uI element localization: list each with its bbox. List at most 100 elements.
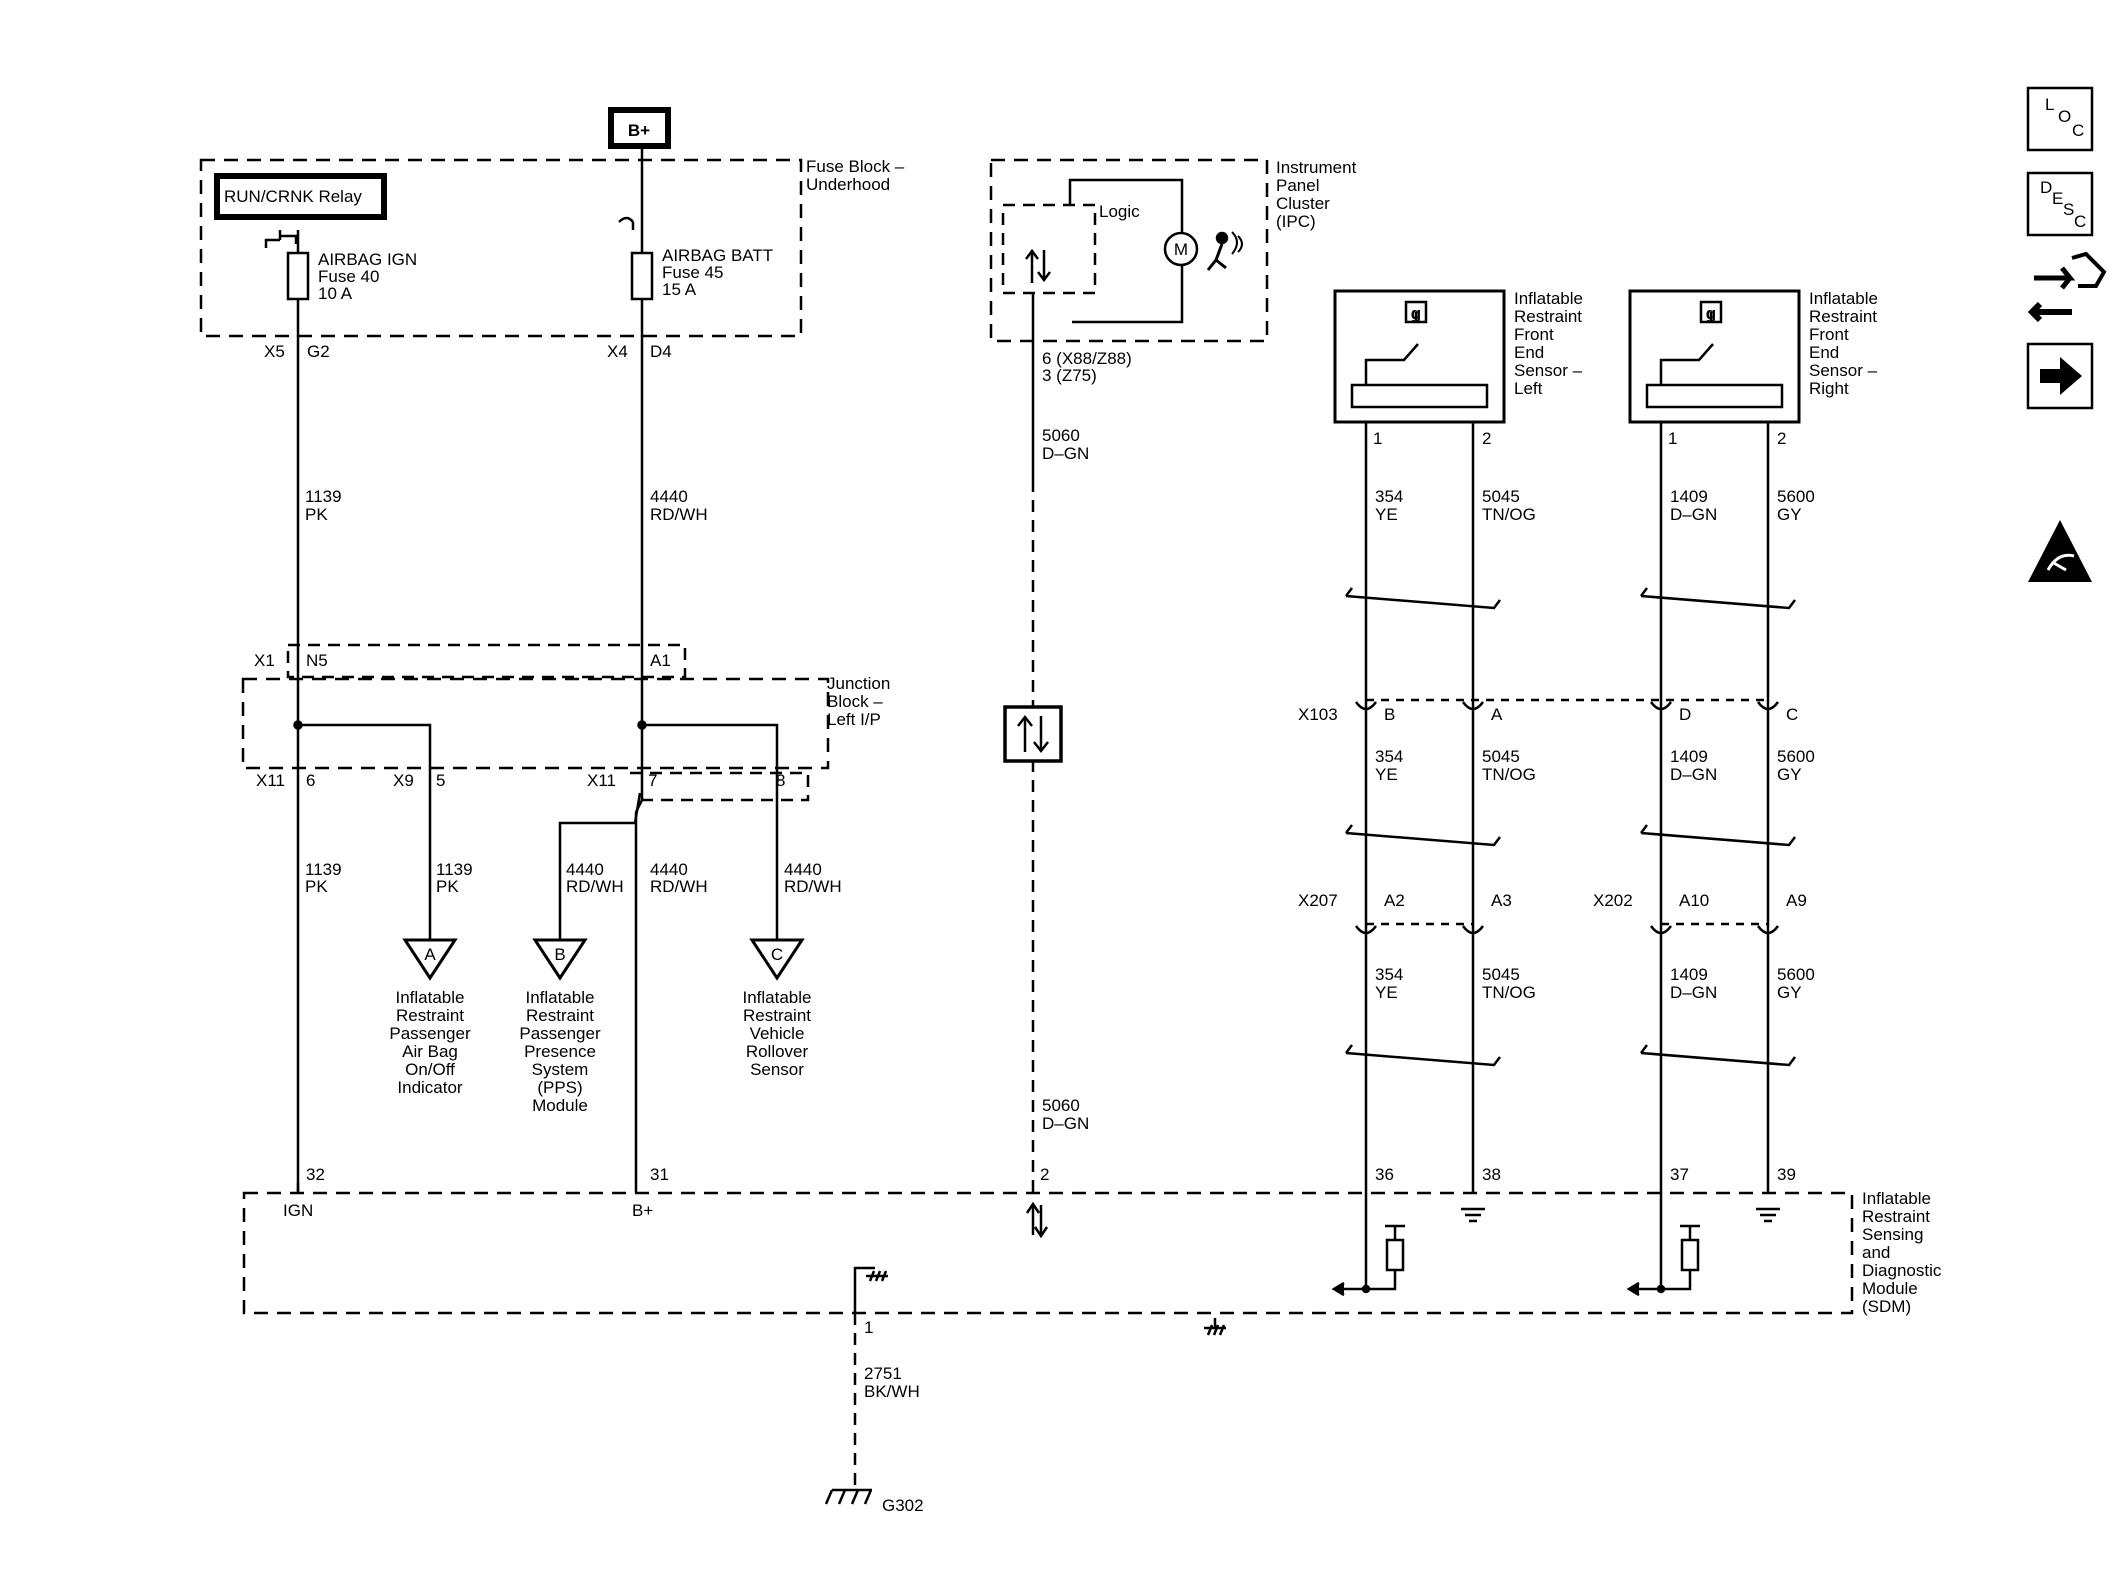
fuse40-line2: Fuse 40 [318,267,379,286]
sdm-label-4: and [1862,1243,1890,1262]
wire-4440-color-3: RD/WH [650,877,708,896]
relay-box [214,173,387,220]
sensor-right-label-5: Sensor – [1809,361,1878,380]
wire-354-num: 354 [1375,487,1403,506]
jb-n5: N5 [306,651,328,670]
offpage-B-text-2: Restraint [526,1006,594,1025]
fuse45-line1: AIRBAG BATT [662,246,773,265]
wire-5600-num-3: 5600 [1777,965,1815,984]
wire-1409-color-3: D–GN [1670,983,1717,1002]
fuse40-line3: 10 A [318,284,353,303]
desc-d: D [2040,178,2052,197]
wire-1139-num: 1139 [305,487,342,506]
conn-x4: X4 [607,342,628,361]
ipc-pin-2: 3 (Z75) [1042,366,1097,385]
wire-5045-color: TN/OG [1482,505,1536,524]
sdm-label-3: Sensing [1862,1225,1923,1244]
sensor-right-label-6: Right [1809,379,1849,398]
sensor-left-label-4: End [1514,343,1544,362]
motor-symbol [1163,231,1199,267]
sensor-right-label-1: Inflatable [1809,289,1878,308]
fuse-block-label-2: Underhood [806,175,890,194]
offpage-B-triangle [532,938,588,981]
conn-x202-a10: A10 [1679,891,1709,910]
conn-x103-c: C [1786,705,1798,724]
offpage-B-text-5: System [532,1060,589,1079]
fuse-45 [630,251,654,301]
jb-p6: 6 [306,771,315,790]
wire-1409-num: 1409 [1670,487,1708,506]
sensor-right-box [1628,289,1801,424]
offpage-A-text-6: Indicator [397,1078,463,1097]
sdm-label-2: Restraint [1862,1207,1930,1226]
sensor-left-label-1: Inflatable [1514,289,1583,308]
wire-4440-num-4: 4440 [784,860,822,879]
wire-5060-num-2: 5060 [1042,1096,1080,1115]
ipc-label-4: (IPC) [1276,212,1316,231]
sdm-pin-32: 32 [306,1165,325,1184]
wire-5045-num-3: 5045 [1482,965,1520,984]
wire-1409-num-3: 1409 [1670,965,1708,984]
loc-l: L [2045,95,2054,114]
sensor-right-label-3: Front [1809,325,1849,344]
junction-block-outline [241,677,830,770]
sdm-label-1: Inflatable [1862,1189,1931,1208]
sensor-left-box [1333,289,1506,424]
conn-x103: X103 [1298,705,1338,724]
wire-5060-color-2: D–GN [1042,1114,1089,1133]
branch-to-B [558,792,642,940]
conn-x207-a3: A3 [1491,891,1512,910]
next-arrow-button[interactable] [2026,342,2094,410]
offpage-C-text-5: Sensor [750,1060,804,1079]
wire-4440-color-4: RD/WH [784,877,842,896]
wire-5060-num: 5060 [1042,426,1080,445]
wire-2751-color: BK/WH [864,1382,920,1401]
jb-x1: X1 [254,651,275,670]
loc-c: C [2072,121,2084,140]
branch-to-C [642,723,779,940]
ipc-logic: Logic [1099,202,1140,221]
sensor-left-p1: 1 [1373,429,1382,448]
sensor-right-label-4: End [1809,343,1839,362]
wire-1139-num-2: 1139 [305,860,342,879]
offpage-B-letter: B [554,945,565,964]
jb-label-3: Left I/P [827,710,881,729]
conn-x103-d: D [1679,705,1691,724]
jb-x11b: X11 [587,771,616,790]
sensor-right-g: g [1706,304,1716,323]
offpage-A-text-4: Air Bag [402,1042,458,1061]
wire-5600-color: GY [1777,505,1802,524]
conn-x202-a9: A9 [1786,891,1807,910]
jb-label-1: Junction [827,674,890,693]
jb-a1: A1 [650,651,671,670]
offpage-B-text-3: Passenger [519,1024,601,1043]
wire-4440-num: 4440 [650,487,688,506]
sensor-left-p2: 2 [1482,429,1491,448]
desc-button[interactable]: D E S C [2026,171,2094,237]
serial-data-box [1003,705,1063,763]
wire-5045-num-2: 5045 [1482,747,1520,766]
sensor-left-label-6: Left [1514,379,1543,398]
wire-4440-color: RD/WH [650,505,708,524]
relay-label: RUN/CRNK Relay [224,187,362,206]
sensor-left-label-3: Front [1514,325,1554,344]
wire-5600-color-3: GY [1777,983,1802,1002]
connector-tools-icon[interactable] [2027,251,2107,323]
wire-1139-color-2: PK [305,877,328,896]
wire-1139-color: PK [305,505,328,524]
airbag-person-icon [1206,231,1243,271]
offpage-C-text-2: Restraint [743,1006,811,1025]
ipc-outline [989,158,1269,343]
sdm-label-5: Diagnostic [1862,1261,1942,1280]
conn-x207-a2: A2 [1384,891,1405,910]
desc-s: S [2063,200,2074,219]
wire-5045-color-2: TN/OG [1482,765,1536,784]
wire-5060-color: D–GN [1042,444,1089,463]
loc-button[interactable]: L O C [2026,86,2094,152]
wire-5600-num: 5600 [1777,487,1815,506]
offpage-C-text-1: Inflatable [743,988,812,1007]
conn-x5: X5 [264,342,285,361]
sdm-pin-37: 37 [1670,1165,1689,1184]
fuse45-line3: 15 A [662,280,697,299]
